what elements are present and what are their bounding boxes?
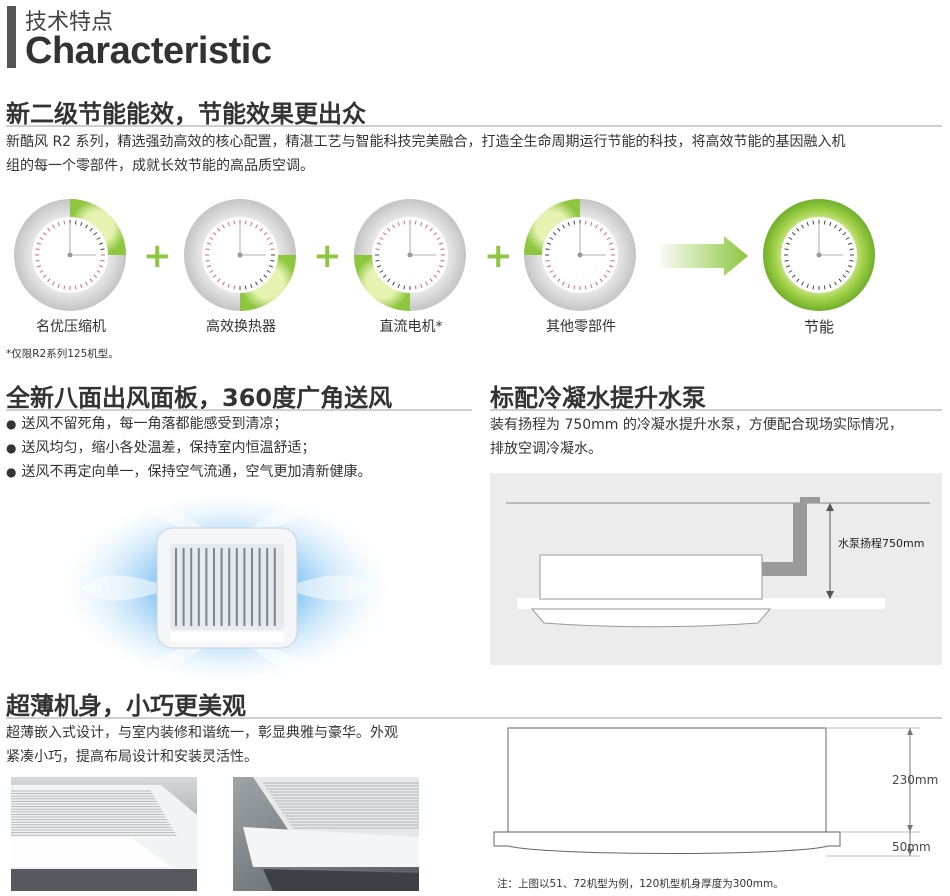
arrow-right-icon	[660, 236, 748, 276]
section-airflow-title: 全新八面出风面板，360度广角送风	[6, 384, 393, 412]
energy-gauge	[354, 199, 466, 311]
gauge-label-energy-saving: 节能	[803, 318, 834, 336]
slim-dimension-diagram	[493, 727, 920, 857]
list-item: 送风不再定向单一，保持空气流通，空气更加清新健康。	[6, 460, 371, 484]
section-slim-title: 超薄机身，小巧更美观	[6, 692, 246, 720]
pump-diagram: 水泵扬程750mm	[490, 473, 942, 665]
gauge-label-heat-exchanger: 高效换热器	[206, 319, 276, 335]
airflow-bullet-list: 送风不留死角，每一角落都能感受到清凉； 送风均匀，缩小各处温差，保持室内恒温舒适…	[6, 412, 371, 484]
section-energy-para-line2: 组的每一个零部件，成就长效节能的高品质空调。	[6, 158, 314, 174]
gauge-label-dc-motor: 直流电机*	[379, 319, 443, 335]
pump-head-label: 水泵扬程750mm	[838, 537, 925, 550]
section-slim-para-line2: 紧凑小巧，提高布局设计和安装灵活性。	[6, 749, 258, 765]
energy-gauge	[524, 199, 636, 311]
gauge-label-other-parts: 其他零部件	[546, 319, 616, 335]
energy-gauge	[184, 199, 296, 311]
header-accent-bar	[7, 6, 16, 68]
section-energy-divider	[6, 125, 942, 127]
slim-unit-photo-2	[233, 777, 419, 891]
plus-icon: +	[313, 236, 342, 276]
plus-icon: +	[143, 236, 172, 276]
energy-saving-gauge	[763, 199, 875, 311]
section-energy-para-line1: 新酷风 R2 系列，精选强劲高效的核心配置，精湛工艺与智能科技完美融合，打造全生…	[6, 134, 846, 150]
plus-icon: +	[484, 236, 513, 276]
dimension-panel-height: 50mm	[892, 840, 931, 854]
section-slim-para-line1: 超薄嵌入式设计，与室内装修和谐统一，彰显典雅与豪华。外观	[6, 725, 398, 741]
section-pump-divider	[490, 409, 942, 411]
dimension-body-height: 230mm	[892, 773, 939, 787]
slim-unit-photo-1	[11, 777, 197, 891]
cassette-airflow-illustration	[62, 493, 392, 683]
section-pump-para-line2: 排放空调冷凝水。	[490, 441, 602, 457]
dimension-note: 注：上图以51、72机型为例，120机型机身厚度为300mm。	[497, 878, 784, 890]
list-item: 送风均匀，缩小各处温差，保持室内恒温舒适；	[6, 436, 371, 460]
list-item: 送风不留死角，每一角落都能感受到清凉；	[6, 412, 371, 436]
gauge-label-compressor: 名优压缩机	[36, 319, 106, 335]
section-energy-title: 新二级节能能效，节能效果更出众	[6, 100, 366, 128]
section-slim-divider	[6, 717, 942, 719]
section-airflow-divider	[6, 409, 472, 411]
header-title-cn: 技术特点	[25, 10, 114, 35]
footnote: *仅限R2系列125机型。	[6, 348, 119, 360]
section-pump-title: 标配冷凝水提升水泵	[490, 384, 706, 412]
energy-gauge	[14, 199, 126, 311]
header-title-en: Characteristic	[25, 30, 272, 72]
section-pump-para-line1: 装有扬程为 750mm 的冷凝水提升水泵，方便配合现场实际情况，	[490, 417, 903, 433]
